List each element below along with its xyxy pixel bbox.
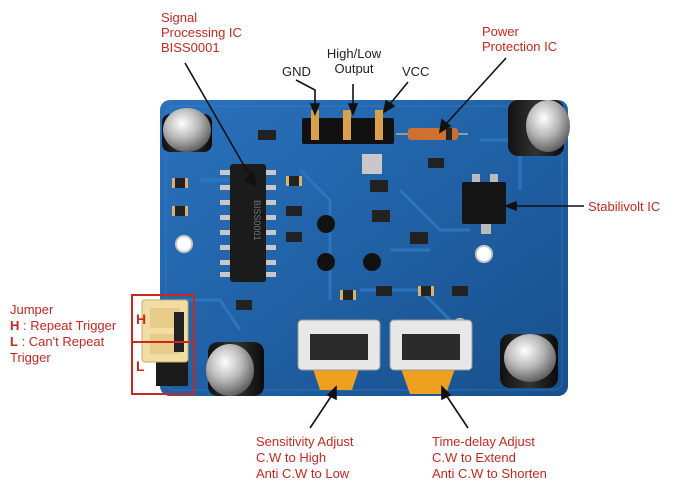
jumper-title: Jumper — [10, 302, 54, 317]
power-line-2: Protection IC — [482, 39, 558, 54]
gnd-label: GND — [282, 64, 311, 79]
capacitor-top-left — [162, 108, 212, 152]
protection-diode — [396, 128, 468, 140]
jumper-l-text: : Can't Repeat — [17, 334, 105, 349]
signal-ic-line-2: Processing IC — [161, 25, 242, 40]
jumper-l-key: L — [10, 334, 18, 349]
high-low-output-label: High/Low Output — [318, 46, 390, 76]
sensitivity-line-1: Sensitivity Adjust — [256, 434, 354, 449]
time-delay-label: Time-delay Adjust C.W to Extend Anti C.W… — [432, 434, 547, 482]
biss0001-chip: BISS0001 — [220, 164, 276, 282]
jumper-label: Jumper H : Repeat Trigger L : Can't Repe… — [10, 302, 116, 366]
jumper-block — [141, 299, 189, 386]
sensitivity-line-3: Anti C.W to Low — [256, 466, 350, 481]
signal-ic-label: Signal Processing IC BISS0001 — [161, 10, 242, 55]
high-low-line-2: Output — [334, 61, 374, 76]
pin-header — [302, 110, 394, 144]
sensitivity-label: Sensitivity Adjust C.W to High Anti C.W … — [256, 434, 354, 482]
sensitivity-line-2: C.W to High — [256, 450, 327, 465]
svg-text:BISS0001: BISS0001 — [252, 200, 262, 241]
power-protection-label: Power Protection IC — [482, 24, 557, 54]
smd-components — [172, 130, 468, 310]
capacitor-bottom-left — [206, 342, 264, 396]
time-delay-line-2: C.W to Extend — [432, 450, 516, 465]
power-line-1: Power — [482, 24, 519, 39]
time-delay-line-3: Anti C.W to Shorten — [432, 466, 547, 481]
signal-ic-line-3: BISS0001 — [161, 40, 220, 55]
jumper-h-key: H — [10, 318, 20, 333]
jumper-highlight-box — [131, 294, 195, 395]
capacitor-bottom-right — [500, 334, 558, 388]
signal-ic-line-1: Signal — [161, 10, 198, 25]
jumper-l-text-2: Trigger — [10, 350, 51, 365]
time-delay-line-1: Time-delay Adjust — [432, 434, 535, 449]
regulator-ic — [462, 174, 506, 234]
jumper-box-h: H — [136, 311, 147, 327]
jumper-box-l: L — [136, 358, 145, 374]
jumper-h-text: : Repeat Trigger — [19, 318, 117, 333]
stabilivolt-label: Stabilivolt IC — [588, 199, 661, 214]
capacitor-top-right — [508, 100, 570, 156]
sensitivity-potentiometer — [297, 319, 381, 390]
high-low-line-1: High/Low — [326, 46, 382, 61]
vcc-label: VCC — [402, 64, 430, 79]
jumper-h-line: H : Repeat Trigger — [10, 318, 116, 334]
jumper-l-line: L : Can't Repeat — [10, 334, 116, 350]
time-delay-potentiometer — [389, 319, 473, 394]
